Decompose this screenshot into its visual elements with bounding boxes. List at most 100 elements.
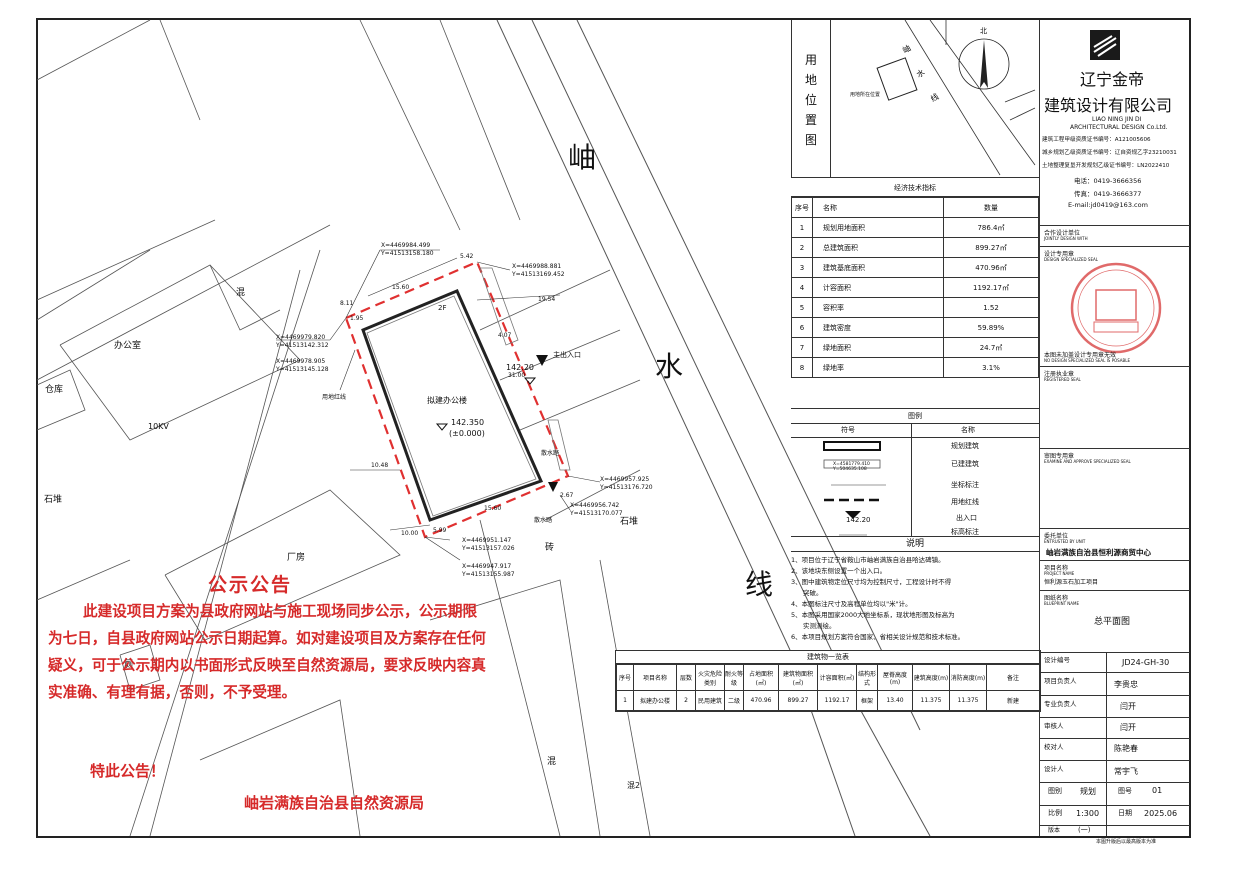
- design-seal-stamp: [1070, 262, 1162, 354]
- director-label: 专业负责人: [1044, 700, 1077, 708]
- label-10kv: 10KV: [148, 422, 169, 431]
- designer-value: 常宇飞: [1114, 767, 1138, 776]
- scale-label: 比例: [1048, 809, 1062, 817]
- rev-label: 版本: [1048, 827, 1061, 834]
- cert-2: 城乡规划乙级资质证书编号：辽自资规乙字23210031: [1042, 150, 1177, 156]
- coop-label: 合作设计单位: [1044, 230, 1081, 237]
- dim: 10.48: [371, 462, 389, 469]
- company-fax: 传真：0419-3666377: [1074, 190, 1142, 198]
- examiner-label: 审核人: [1044, 722, 1064, 730]
- coord: X=4469988.881: [512, 263, 562, 270]
- econ-title: 经济技术指标: [791, 180, 1039, 197]
- legend-header-symbol: 符号: [841, 426, 855, 434]
- scale-value: 1:300: [1076, 809, 1100, 818]
- econ-cell: 2: [791, 237, 813, 258]
- label-warehouse: 仓库: [45, 385, 64, 395]
- company-en-1: LIAO NING JIN DI: [1092, 116, 1142, 123]
- coord: Y=41513169.452: [512, 271, 565, 278]
- label-entry-step-2: 散水踏: [534, 517, 553, 524]
- coord: Y=41513142.312: [276, 342, 329, 349]
- coord: X=4469984.499: [381, 242, 431, 249]
- econ-cell: 470.96㎡: [943, 257, 1039, 278]
- legend-elev: 142.20: [846, 516, 871, 524]
- entry-marker: [536, 355, 548, 366]
- context-lines: [36, 19, 651, 837]
- econ-cell: 7: [791, 337, 813, 358]
- dim: 4.07: [498, 332, 512, 339]
- elevation-2: 142.350: [451, 418, 485, 427]
- note-item: 5、本图采用国家2000大地坐标系，现状地形图及标高为: [791, 611, 955, 619]
- cert-3: 土地整理复垦开发规划乙级证书编号：LN2022410: [1042, 163, 1170, 169]
- building-table-grid: 序号 项目名称 层数 火灾危险类别 耐火等级 占地面积(㎡) 建筑物面积(㎡) …: [616, 664, 1040, 711]
- legend-coord-2: Y=504635.108: [833, 467, 867, 472]
- building-header: 建筑高度(m): [912, 664, 950, 691]
- econ-cell: 3.1%: [943, 357, 1039, 378]
- coord: Y=41513157.026: [462, 545, 515, 552]
- econ-cell: 5: [791, 297, 813, 318]
- company-logo: [1090, 30, 1120, 60]
- building-header: 计容面积(㎡): [817, 664, 857, 691]
- econ-header: 数量: [943, 197, 1039, 218]
- econ-header: 序号: [791, 197, 813, 218]
- label-stone-2: 石堆: [620, 517, 639, 527]
- coop-label-en: JOINTLY DESIGN WITH: [1044, 236, 1088, 241]
- econ-cell: 建筑基底面积: [812, 257, 944, 278]
- dim: 19.54: [538, 296, 556, 303]
- coord: Y=41513176.720: [600, 484, 653, 491]
- econ-cell: 3: [791, 257, 813, 278]
- coord: X=4469956.742: [570, 502, 620, 509]
- econ-header: 名称: [812, 197, 944, 218]
- company-tel: 电话：0419-3666356: [1074, 177, 1142, 185]
- status-value: 规划: [1080, 787, 1096, 796]
- client-label: 委托单位: [1044, 533, 1069, 540]
- drawing-name: 总平面图: [1094, 617, 1131, 627]
- serial-value: JD24-GH-30: [1122, 658, 1170, 667]
- econ-cell: 总建筑面积: [812, 237, 944, 258]
- elevation-2b: (±0.000): [449, 429, 485, 438]
- econ-cell: 786.4㎡: [943, 217, 1039, 238]
- building-cell: 框架: [856, 690, 878, 711]
- note-item: 6、本项目规划方案符合国家、省相关设计规范和技术标准。: [791, 633, 965, 641]
- building-cell: 11.375: [912, 690, 950, 711]
- checker-label: 校对人: [1044, 743, 1064, 751]
- drawing-label-en: BLUEPRINT NAME: [1044, 601, 1080, 606]
- rev-value: (一): [1078, 826, 1091, 834]
- building-cell: 新建: [986, 690, 1040, 711]
- label-brick: 砖: [545, 543, 555, 553]
- client-name: 岫岩满族自治县恒利源商贸中心: [1046, 548, 1151, 557]
- label-red-line: 用地红线: [322, 394, 347, 401]
- date-value: 2025.06: [1144, 809, 1178, 818]
- checker-value: 陈艳春: [1114, 744, 1138, 753]
- coord: X=4469951.147: [462, 537, 512, 544]
- building-header: 耐火等级: [724, 664, 744, 691]
- coord: Y=41513170.077: [570, 510, 623, 517]
- building-cell: 899.27: [778, 690, 818, 711]
- building-table-title: 建筑物一览表: [616, 651, 1040, 664]
- building-header: 序号: [616, 664, 634, 691]
- note-item: 突破。: [803, 589, 823, 597]
- legend-header-name: 名称: [961, 426, 975, 434]
- legend-item: 规划建筑: [951, 442, 979, 450]
- building-header: 火灾危险类别: [695, 664, 725, 691]
- road-char-3: 线: [745, 568, 774, 601]
- building-header: 项目名称: [633, 664, 677, 691]
- review-seal-label-en: EXAMINE AND APPROVE SPECIALIZED SEAL: [1044, 459, 1131, 464]
- project-name: 恒利源玉石加工项目: [1044, 579, 1099, 586]
- date-label: 日期: [1118, 809, 1132, 817]
- company-name-2: 建筑设计有限公司: [1044, 96, 1173, 115]
- dim: 8.11: [340, 300, 354, 307]
- econ-cell: 899.27㎡: [943, 237, 1039, 258]
- building-header: 占地面积(㎡): [743, 664, 779, 691]
- label-toilet: 厕: [124, 660, 134, 670]
- label-office: 办公室: [114, 341, 142, 351]
- leader-value: 李贵忠: [1114, 680, 1138, 689]
- seal-note-en: NO DESIGN SPECIALIZED SEAL IS POSABLE: [1044, 358, 1131, 363]
- coord: Y=41513155.987: [462, 571, 515, 578]
- legend-item: 标高标注: [951, 528, 979, 536]
- num-value: 01: [1152, 786, 1163, 795]
- legend-item: 用地红线: [951, 498, 979, 506]
- coord: Y=41513145.128: [276, 366, 329, 373]
- reg-seal-label-en: REGISTERED SEAL: [1044, 377, 1081, 382]
- serial-label: 设计编号: [1044, 656, 1070, 664]
